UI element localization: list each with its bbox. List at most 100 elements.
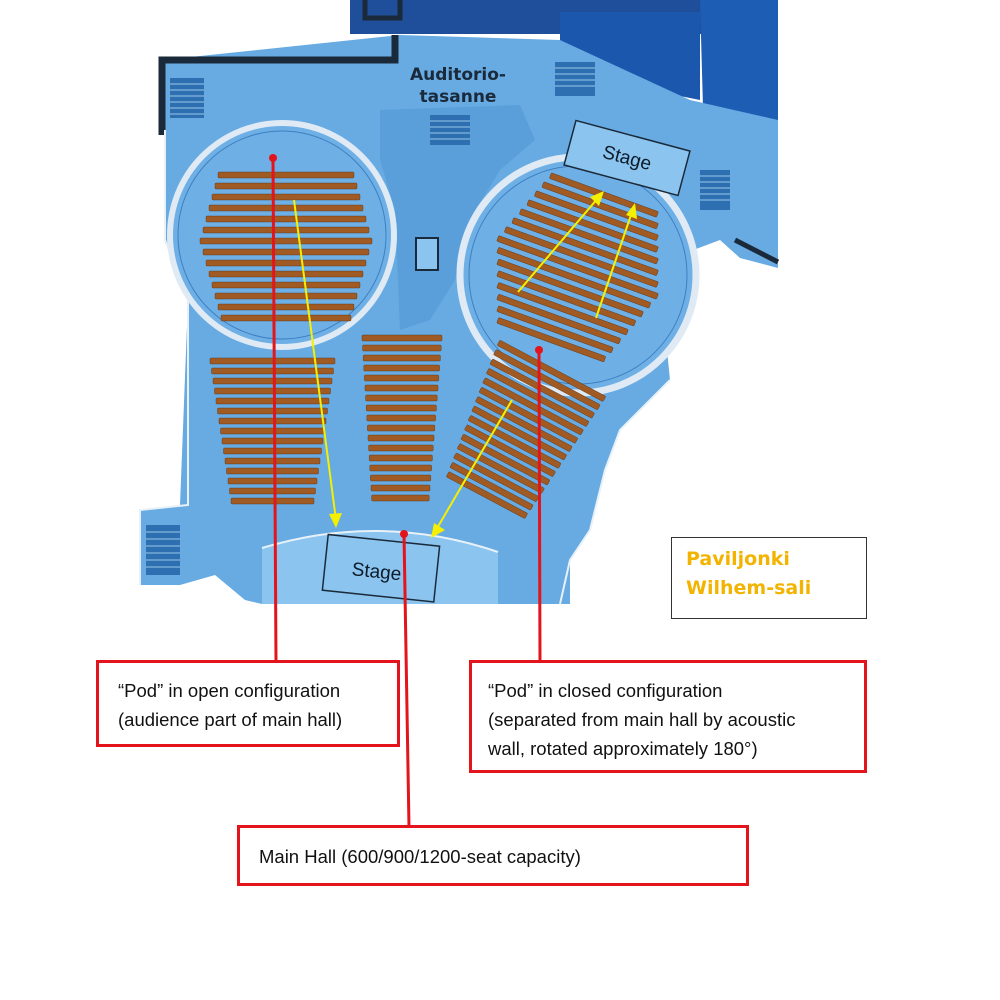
- seat-row: [211, 281, 361, 289]
- seat-row: [496, 282, 629, 336]
- seat-row: [220, 427, 325, 435]
- main-stage-edge: [261, 530, 499, 553]
- venue-name-line1: Paviljonki: [686, 548, 790, 570]
- pod-closed-leader-dot: [535, 346, 543, 354]
- pod-open-arrow: [293, 199, 337, 521]
- area-label-line2: tasanne: [420, 87, 497, 107]
- seat-row: [212, 377, 333, 385]
- seat-row: [214, 182, 358, 190]
- area-label-line1: Auditorio-: [410, 65, 506, 85]
- seat-row: [519, 208, 659, 265]
- lift-shaft: [415, 237, 439, 271]
- seat-row: [479, 387, 578, 444]
- seat-row: [365, 394, 438, 402]
- seat-row: [449, 462, 534, 511]
- seat-row: [208, 270, 364, 278]
- pod-closed-arrow-left: [517, 197, 599, 293]
- seat-row: [218, 417, 327, 425]
- seat-row: [214, 387, 331, 395]
- direction-arrows: [293, 191, 637, 538]
- stairs-east: [700, 170, 730, 210]
- seat-row: [217, 171, 355, 179]
- leader-lines: [269, 154, 543, 828]
- seat-row: [368, 444, 434, 452]
- pod-closed-callout: “Pod” in closed configuration (separated…: [469, 660, 867, 773]
- seat-row: [370, 484, 431, 492]
- venue-name-box: Paviljonki Wilhem-sali: [671, 537, 867, 619]
- pod-stage: Stage: [563, 119, 691, 197]
- seat-row: [230, 497, 315, 505]
- seat-row: [211, 367, 334, 375]
- outer-wall-west: [139, 130, 189, 585]
- seat-row: [549, 172, 659, 218]
- seat-row: [446, 471, 528, 519]
- seat-row: [464, 424, 556, 477]
- seat-row: [369, 454, 433, 462]
- central-corridor: [380, 105, 535, 330]
- seat-row: [367, 434, 435, 442]
- pod-open-callout: “Pod” in open configuration (audience pa…: [96, 660, 400, 747]
- seat-row: [370, 474, 431, 482]
- seat-row: [363, 364, 440, 372]
- seat-row: [217, 303, 355, 311]
- pod-closed-callout-line1: “Pod” in closed configuration: [488, 680, 723, 701]
- main-stage: Stage: [261, 530, 499, 604]
- seat-row: [471, 405, 567, 461]
- seat-row: [215, 397, 330, 405]
- seat-row: [364, 384, 439, 392]
- pod-open-leader-dot: [269, 154, 277, 162]
- seat-row: [211, 193, 361, 201]
- seat-row: [497, 340, 606, 402]
- stairs-northwest: [170, 78, 204, 118]
- main-stage-outline: [321, 533, 441, 603]
- main-hall-callout-line1: Main Hall (600/900/1200-seat capacity): [259, 846, 581, 867]
- outer-wall-southeast: [559, 379, 671, 605]
- seat-row: [482, 377, 584, 435]
- pod-closed-seat-rows: [496, 172, 659, 362]
- seat-row: [226, 467, 319, 475]
- seat-row: [364, 374, 439, 382]
- stairs-north: [555, 62, 595, 96]
- seat-row: [496, 270, 636, 327]
- seat-row: [369, 464, 432, 472]
- pod-closed-callout-line3: wall, rotated approximately 180°): [488, 738, 758, 759]
- main-hall-leader: [402, 533, 411, 828]
- outer-wall-north: [158, 35, 399, 135]
- pod-open-seat-rows: [199, 171, 373, 322]
- main-hall-arrow: [435, 399, 513, 531]
- seat-row: [227, 477, 318, 485]
- stairs-central: [430, 115, 470, 145]
- pod-closed-arrow-right: [595, 211, 633, 319]
- seat-row: [205, 259, 367, 267]
- seat-row: [209, 357, 336, 365]
- pod-stage-outline: [563, 119, 691, 197]
- seat-row: [202, 248, 370, 256]
- seat-row: [366, 414, 436, 422]
- seat-row: [496, 305, 614, 354]
- seat-row: [493, 349, 601, 410]
- seat-row: [489, 358, 595, 419]
- venue-name-line2: Wilhem-sali: [686, 577, 812, 599]
- seat-row: [496, 235, 659, 300]
- seat-row: [221, 437, 324, 445]
- main-hall-arrowhead: [431, 523, 445, 538]
- pod-closed: Stage: [456, 119, 700, 397]
- seat-row: [496, 247, 651, 309]
- seat-row: [224, 457, 321, 465]
- seat-row: [205, 215, 367, 223]
- main-stage-label: Stage: [351, 559, 403, 585]
- seat-row: [475, 396, 573, 452]
- seat-row: [526, 199, 659, 253]
- seat-row: [217, 407, 328, 415]
- seat-row: [229, 487, 316, 495]
- seat-row: [511, 217, 659, 276]
- stairs-southwest: [146, 525, 180, 575]
- outer-wall-top: [362, 0, 403, 21]
- seat-row: [541, 181, 659, 229]
- pod-open-callout-line1: “Pod” in open configuration: [118, 680, 341, 701]
- seat-row: [362, 344, 442, 352]
- seat-row: [361, 334, 443, 342]
- seat-row: [371, 494, 430, 502]
- pod-open: [167, 120, 397, 350]
